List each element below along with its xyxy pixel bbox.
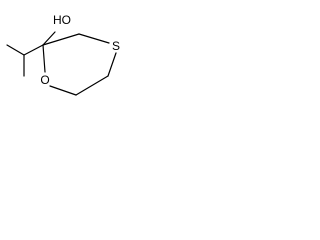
bond-methyl-left (6, 44, 25, 56)
bond-s-c5 (107, 52, 117, 77)
chemical-structure-diagram: HO O S (6, 13, 120, 96)
bond-c6-o (49, 85, 77, 96)
bond-isopropyl-ring (23, 44, 44, 56)
bond-c5-c6 (75, 75, 109, 96)
ring-sulfur-label: S (112, 39, 120, 53)
hydroxyl-label: HO (53, 13, 71, 27)
bond-c2-c3 (42, 33, 80, 46)
bond-c2-hydroxyl (42, 31, 56, 46)
bond-o-c2 (42, 44, 46, 73)
ring-oxygen-label: O (40, 73, 49, 87)
bond-c3-s (78, 33, 110, 44)
